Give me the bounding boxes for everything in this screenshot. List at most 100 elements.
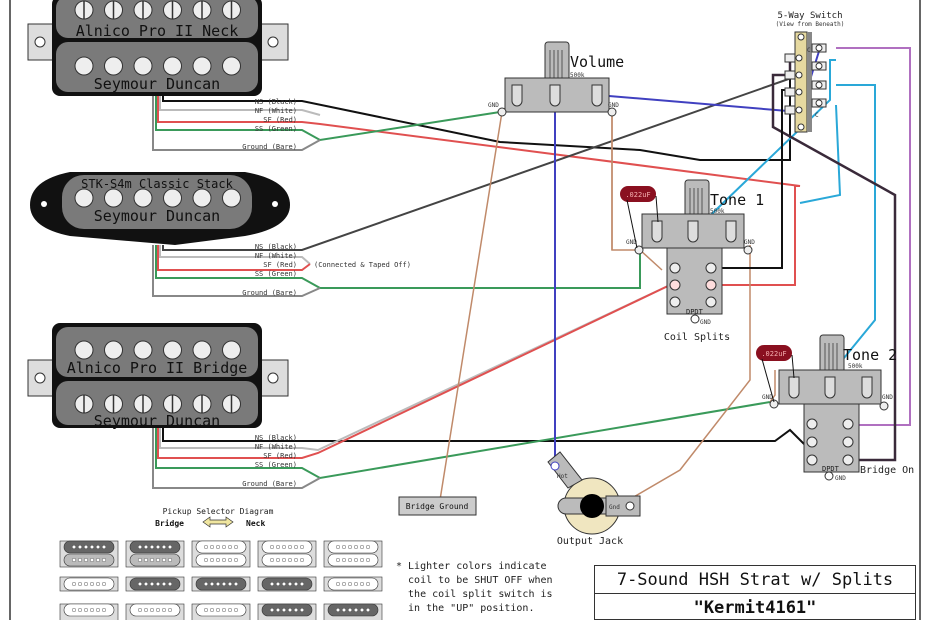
tone2-gnd-right: GND: [882, 394, 893, 401]
label-neck-ns: NS (Black): [255, 98, 297, 106]
pole-piece: [222, 188, 241, 208]
switch-title: 5-Way Switch: [777, 11, 842, 21]
label-taped-off: (Connected & Taped Off): [314, 261, 411, 269]
wire-tone1: [692, 59, 836, 233]
bridge-ground-label: Bridge Ground: [406, 502, 469, 511]
wire-neck-ss: [155, 95, 501, 142]
coil-split-label: Coil Splits: [664, 332, 730, 343]
wire-bridge-nf: [159, 284, 671, 452]
wire-jack-ground: [619, 245, 751, 506]
tone2-capacitor: [756, 345, 792, 361]
switch-lug: [784, 87, 796, 97]
wire-neck-sf: [157, 95, 801, 286]
coil-split-type: DPDT: [686, 308, 704, 316]
selector-middle-single: [59, 576, 119, 592]
wire-bridge-ground-link: [439, 95, 516, 501]
pickup-bridge-brand: Seymour Duncan: [94, 412, 220, 430]
tone1-gnd-left: GND: [626, 239, 637, 246]
selector-middle-single: [323, 576, 383, 592]
pole-piece: [104, 188, 123, 208]
wire-neck-ground: [152, 95, 321, 151]
pole-piece: [74, 188, 94, 208]
label-bridge-sf: SF (Red): [263, 452, 297, 460]
tone2-cap-value: .022uF: [761, 350, 786, 358]
wire-bridge-sf: [157, 284, 671, 459]
label-neck-sf: SF (Red): [263, 116, 297, 124]
pole-piece: [192, 188, 212, 208]
volume-gnd-left: GND: [488, 102, 499, 109]
wire-neck-nf: [159, 95, 321, 116]
wire-mid-sf: [157, 245, 311, 271]
selector-middle-single: [125, 576, 185, 592]
pickup-neck: Alnico Pro II Neck Seymour Duncan: [27, 0, 289, 96]
jack-label: Output Jack: [557, 536, 623, 547]
wire-bridge-ss: [155, 401, 771, 480]
pole-piece: [192, 340, 212, 360]
tone1-capacitor: [620, 186, 656, 202]
switch-subtitle: (View from Beneath): [776, 21, 845, 28]
diagram-author: "Kermit4161": [693, 597, 817, 618]
pickup-neck-brand: Seymour Duncan: [94, 75, 220, 93]
diagram-title: 7-Sound HSH Strat w/ Splits: [595, 566, 915, 594]
pickup-middle-brand: Seymour Duncan: [94, 207, 220, 225]
pole-piece: [222, 56, 241, 76]
volume-value: 500k: [570, 72, 585, 79]
pole-piece: [133, 340, 153, 360]
tone1-gnd-right: GND: [744, 239, 755, 246]
pole-piece: [222, 340, 241, 360]
pole-piece: [163, 188, 182, 208]
selector-middle-single: [191, 576, 251, 592]
selector-bridge-humbucker: [191, 540, 251, 568]
output-jack: Hot Gnd Output Jack: [547, 451, 641, 547]
bridge-on-switch: DPDT GND Bridge On: [803, 403, 914, 482]
label-bridge-ss: SS (Green): [255, 461, 297, 469]
wire-mid-ns: [162, 74, 801, 251]
wire-volume-in: [596, 94, 801, 113]
label-mid-ss: SS (Green): [255, 270, 297, 278]
tone2-pot: Tone 2 500k GND GND .022uF: [756, 334, 897, 411]
pickup-bridge-model: Alnico Pro II Bridge: [67, 359, 248, 377]
bridge-on-type: DPDT: [822, 465, 840, 473]
wire-bridge-ground: [152, 427, 321, 489]
selector-neck-humbucker: [59, 603, 119, 624]
bidirectional-arrow-icon: [202, 516, 234, 528]
selector-left: Bridge: [155, 518, 184, 528]
pole-piece: [133, 56, 153, 76]
label-neck-ground: Ground (Bare): [242, 143, 297, 151]
label-neck-nf: NF (White): [255, 107, 297, 115]
switch-lug: [784, 105, 796, 115]
switch-common-bottom: C: [815, 112, 819, 119]
pole-piece: [74, 56, 94, 76]
tone1-label: Tone 1: [710, 191, 764, 209]
wire-bridge-on-1: [836, 47, 911, 426]
selector-bridge-humbucker: [323, 540, 383, 568]
tone1-cap-value: .022uF: [625, 191, 650, 199]
label-bridge-ns: NS (Black): [255, 434, 297, 442]
pickup-middle-model: STK-S4m Classic Stack: [81, 177, 233, 191]
pole-piece: [163, 340, 182, 360]
bridge-on-label: Bridge On: [860, 465, 914, 476]
label-neck-ss: SS (Green): [255, 125, 297, 133]
selector-bridge-humbucker: [59, 540, 119, 568]
tone2-value: 500k: [848, 363, 863, 370]
volume-label: Volume: [570, 53, 624, 71]
selector-title: Pickup Selector Diagram: [163, 507, 274, 516]
label-bridge-nf: NF (White): [255, 443, 297, 451]
wire-tone2: [825, 84, 876, 381]
selector-neck-humbucker: [323, 603, 383, 624]
volume-pot: Volume 500k GND GND: [488, 41, 624, 117]
pole-piece: [133, 188, 153, 208]
selector-bridge-humbucker: [257, 540, 317, 568]
pole-piece: [163, 56, 182, 76]
pole-piece: [74, 340, 94, 360]
wires: [152, 47, 911, 506]
title-block: 7-Sound HSH Strat w/ Splits "Kermit4161": [594, 565, 916, 620]
jack-hot: Hot: [557, 473, 568, 480]
switch-lug: [784, 70, 796, 80]
coil-split-switch: DPDT GND Coil Splits: [664, 247, 730, 343]
wire-bridge-on-2: [771, 95, 897, 462]
bridge-on-gnd: GND: [835, 475, 846, 482]
label-mid-ns: NS (Black): [255, 243, 297, 251]
volume-gnd-right: GND: [608, 102, 619, 109]
